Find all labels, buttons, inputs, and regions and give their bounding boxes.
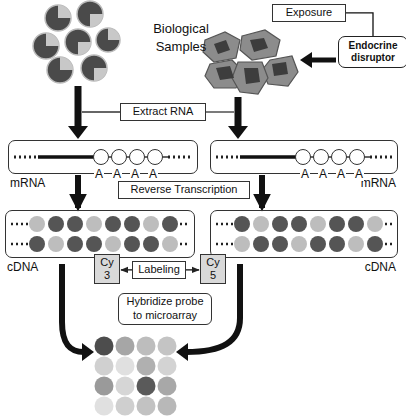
polya-letter: A [130,167,140,181]
node-text: cDNA [6,260,39,274]
disruptor-box: Endocrine disruptor [338,36,406,68]
sample-label: Biological Samples [144,20,218,55]
exposure-arrow [300,52,336,68]
connector [346,13,373,36]
exposure-box: Exposure [272,4,346,22]
mrna-strip: mRNAAAAA [210,140,398,174]
polya-circle: A [349,149,365,165]
polya-letter: A [112,167,122,181]
process-box: Extract RNA [120,103,206,121]
node-text: Extract RNA [126,105,200,119]
polya-letter: A [148,167,158,181]
node-text: Reverse Transcription [124,183,244,197]
control-cells [33,1,120,83]
node-text: Cy 3 [97,256,117,282]
node-text: Hybridize probe to microarray [124,295,206,323]
connector [75,175,81,208]
dye-box: Cy 5 [200,254,226,284]
polya-letter: A [354,167,364,181]
polya-circle: A [147,149,163,165]
connector [121,269,132,270]
node-text: Endocrine disruptor [341,40,405,64]
process-box: Reverse Transcription [118,181,250,199]
polya-circle: A [93,149,109,165]
node-text: mRNA [360,176,397,190]
dye-box: Cy 3 [94,254,120,284]
polya-circle: A [295,149,311,165]
exposed-cells [203,30,298,94]
connector [259,175,265,208]
polya-circle: A [111,149,127,165]
node-text: cDNA [364,260,397,274]
polya-letter: A [94,167,104,181]
cdna-strip: cDNA [210,210,398,258]
node-text: mRNA [9,176,46,190]
cdna-strands [11,216,394,252]
node-text: Labeling [138,263,180,277]
polya-circle: A [313,149,329,165]
polya-circle: A [129,149,145,165]
mrna-strip: mRNAAAAA [8,140,198,174]
cdna-strip: cDNA [5,210,195,258]
node-text: Exposure [278,6,340,20]
extract-arrows [68,86,248,139]
process-box: Labeling [132,261,186,279]
microarray-spots [95,337,177,416]
node-text: Cy 5 [203,256,223,282]
polya-letter: A [336,167,346,181]
process-box: Hybridize probe to microarray [118,293,212,325]
polya-letter: A [300,167,310,181]
connector [186,269,199,270]
polya-letter: A [318,167,328,181]
polya-circle: A [331,149,347,165]
